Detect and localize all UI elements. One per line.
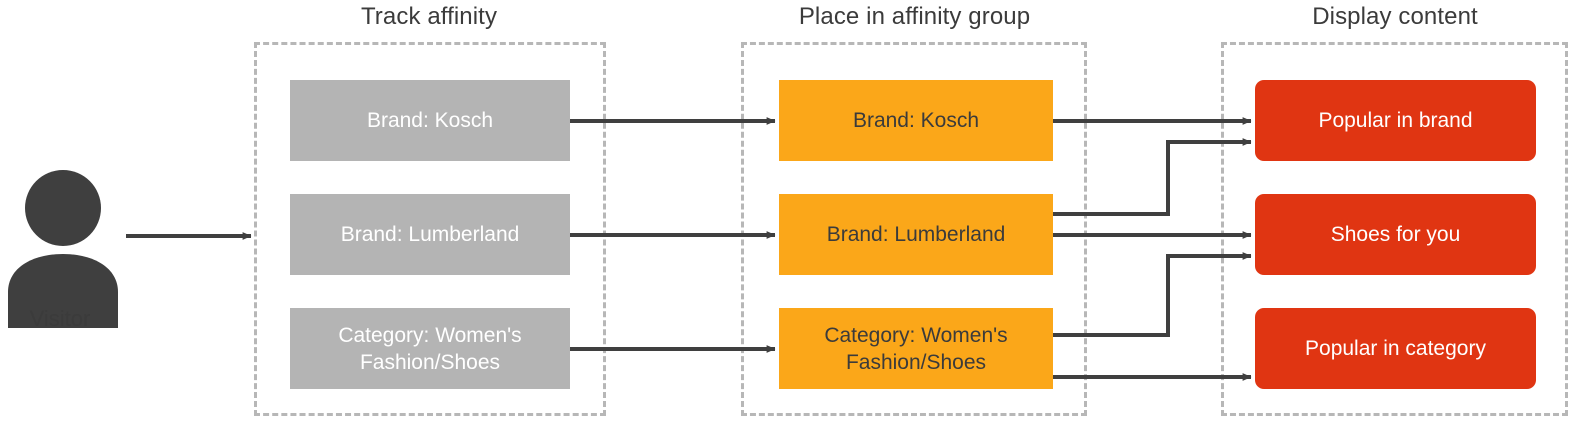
node-display-shoes-for-you: Shoes for you xyxy=(1255,194,1536,275)
visitor-label: Visitor xyxy=(29,306,91,331)
column-title-place-in-affinity-group: Place in affinity group xyxy=(798,3,1031,30)
column-title-track-affinity: Track affinity xyxy=(360,3,498,30)
node-track-brand-kosch: Brand: Kosch xyxy=(290,80,570,161)
person-icon xyxy=(8,170,118,328)
group-frame-place-in-affinity-group xyxy=(741,42,1087,416)
column-title-display-content: Display content xyxy=(1312,3,1478,30)
node-place-brand-kosch: Brand: Kosch xyxy=(779,80,1053,161)
node-track-brand-lumberland: Brand: Lumberland xyxy=(290,194,570,275)
node-display-popular-in-brand: Popular in brand xyxy=(1255,80,1536,161)
group-frame-track-affinity xyxy=(254,42,606,416)
node-place-brand-lumberland: Brand: Lumberland xyxy=(779,194,1053,275)
group-frame-display-content xyxy=(1221,42,1568,416)
node-display-popular-in-category: Popular in category xyxy=(1255,308,1536,389)
